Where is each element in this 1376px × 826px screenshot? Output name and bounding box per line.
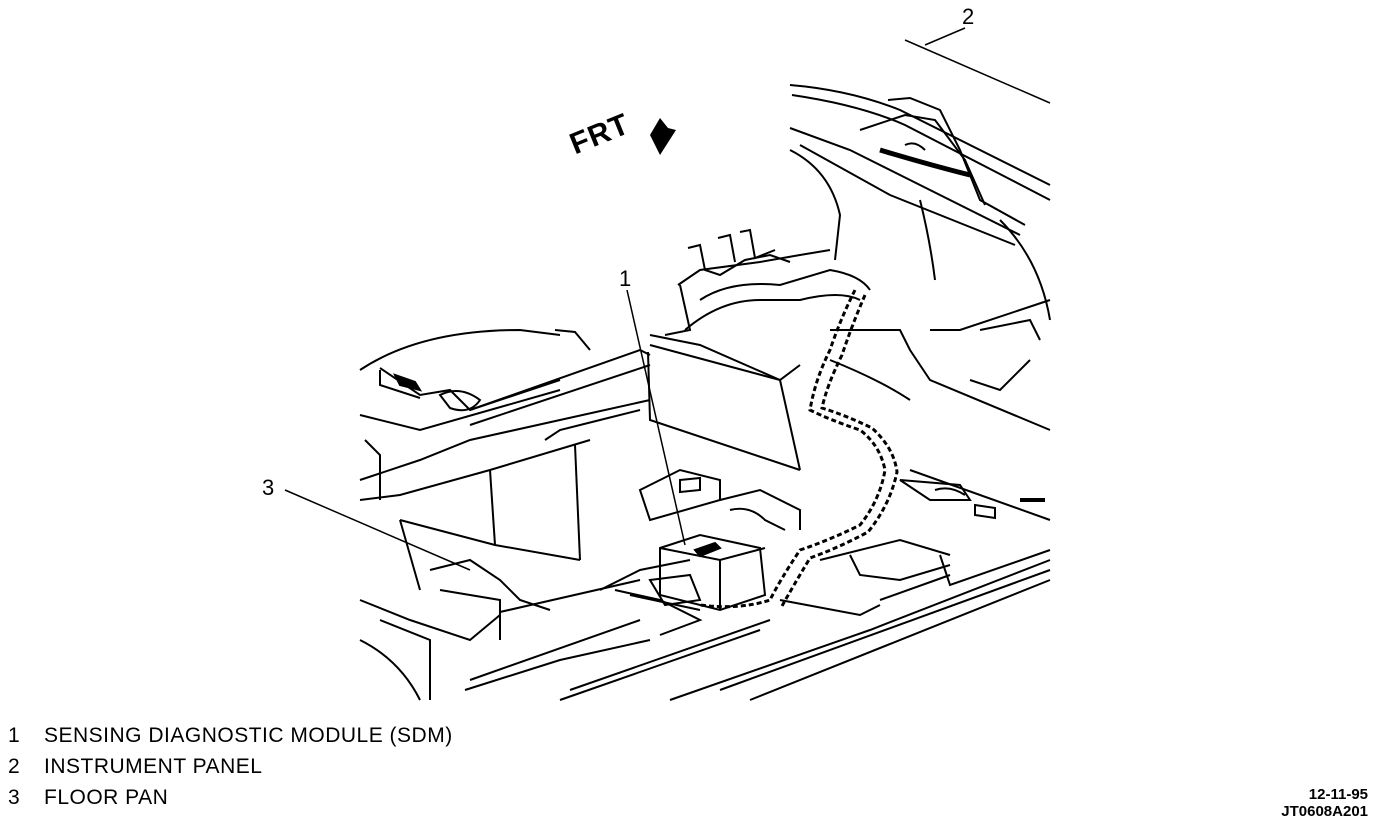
seat-mount [360, 330, 650, 590]
callout-3: 3 [262, 475, 275, 500]
legend-number: 1 [8, 724, 21, 747]
date-code: 12-11-95 [1308, 786, 1368, 803]
legend-text: SENSING DIAGNOSTIC MODULE (SDM) [44, 724, 453, 747]
console-structure [648, 230, 870, 470]
legend-item: 3 FLOOR PAN [8, 786, 453, 817]
right-floor [720, 300, 1050, 615]
legend-text: FLOOR PAN [44, 786, 169, 809]
legend-item: 1 SENSING DIAGNOSTIC MODULE (SDM) [8, 724, 453, 755]
callout-leaders [285, 28, 1050, 570]
figure-code-block: 12-11-95 JT0608A201 [1281, 786, 1368, 820]
callout-1: 1 [619, 266, 632, 291]
legend: 1 SENSING DIAGNOSTIC MODULE (SDM) 2 INSTRU… [8, 724, 453, 817]
sdm-module [615, 470, 765, 635]
legend-text: INSTRUMENT PANEL [44, 755, 263, 778]
front-arrow-icon [650, 118, 676, 155]
instrument-panel [790, 85, 1050, 320]
lower-rails [360, 560, 1050, 700]
legend-number: 3 [8, 786, 21, 809]
legend-number: 2 [8, 755, 21, 778]
callout-2: 2 [962, 4, 975, 29]
figure-code: JT0608A201 [1281, 803, 1368, 820]
legend-item: 2 INSTRUMENT PANEL [8, 755, 453, 786]
wiring-harness [700, 290, 897, 607]
